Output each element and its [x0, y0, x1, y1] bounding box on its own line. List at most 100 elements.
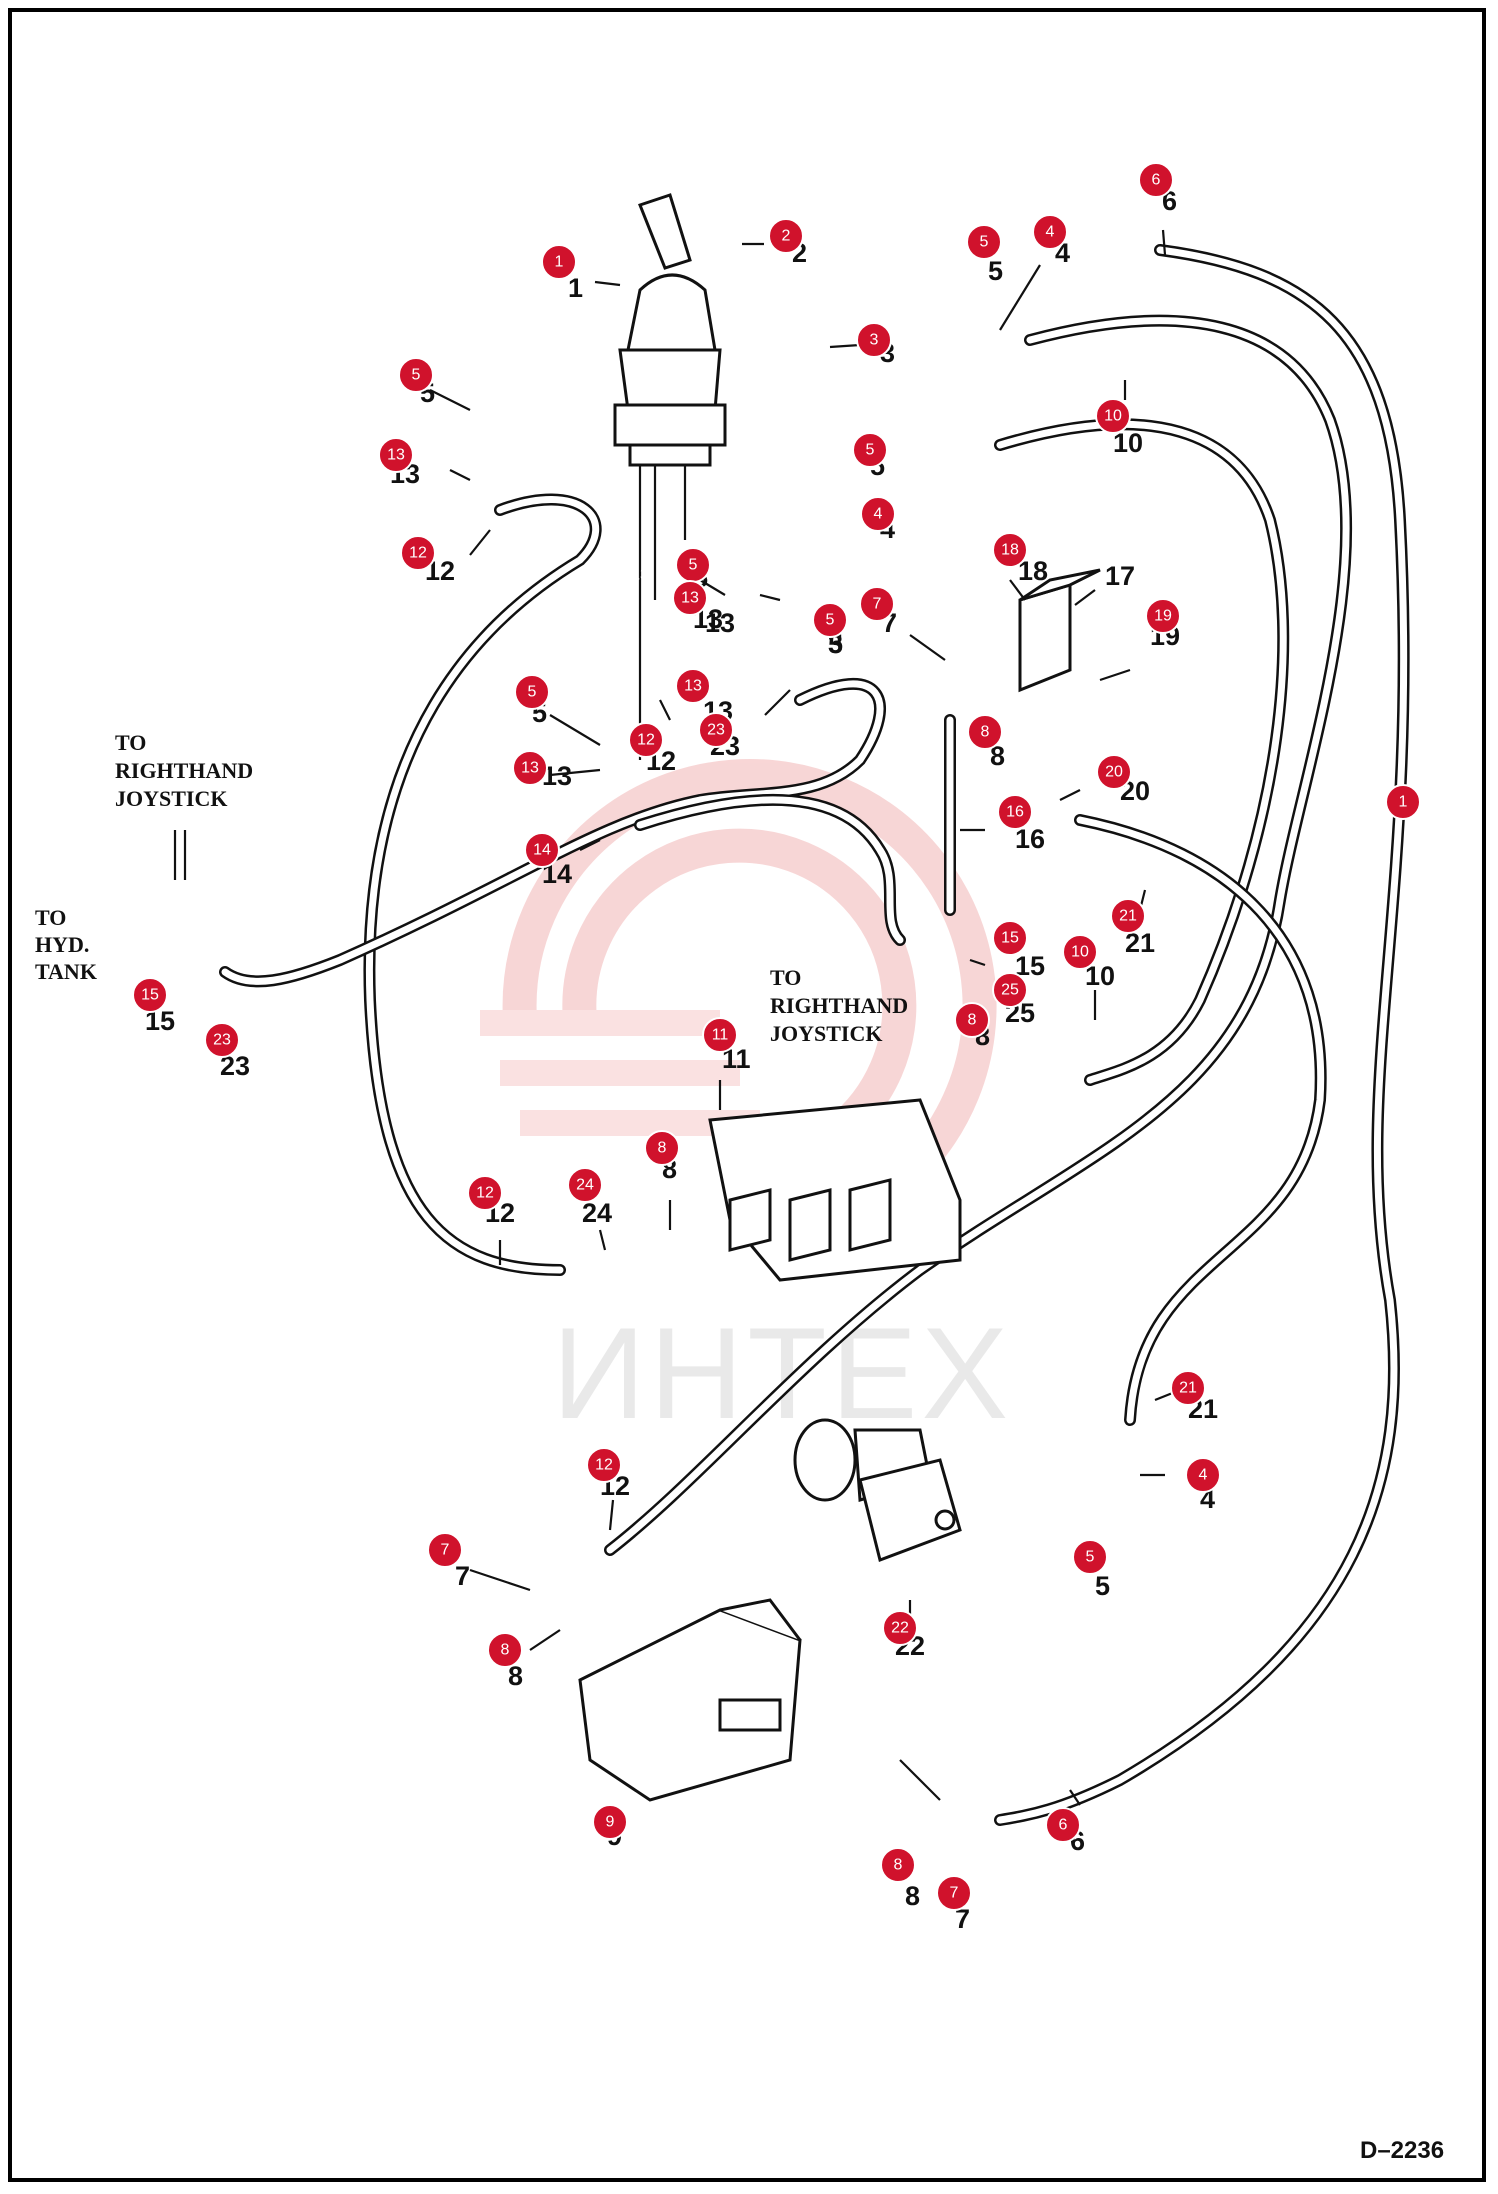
svg-text:23: 23 — [707, 722, 725, 739]
callout-bubble: 5 — [812, 602, 848, 638]
svg-text:1: 1 — [555, 254, 564, 271]
svg-text:1: 1 — [1399, 794, 1408, 811]
note-righthand-mid-line2: RIGHTHAND — [770, 993, 908, 1018]
svg-text:2: 2 — [782, 228, 791, 245]
svg-text:8: 8 — [894, 1857, 903, 1874]
callout-bubble: 8 — [954, 1002, 990, 1038]
callout-bubble: 13 — [631, 567, 649, 584]
svg-text:5: 5 — [980, 234, 989, 251]
callout-bubble: 21 — [1170, 1370, 1206, 1406]
watermark-text: ИНТЕХ — [552, 1300, 1012, 1446]
control-valve-11 — [708, 1098, 962, 1282]
callout-bubble: 8 — [880, 1847, 916, 1883]
svg-text:12: 12 — [476, 1185, 494, 1202]
callout-bubble: 6 — [1045, 1807, 1081, 1843]
svg-text:6: 6 — [1152, 172, 1161, 189]
joystick-assembly — [613, 193, 727, 760]
callout-bubble: 5 — [852, 432, 888, 468]
svg-text:5: 5 — [528, 684, 537, 701]
svg-text:8: 8 — [981, 724, 990, 741]
svg-text:13: 13 — [521, 760, 539, 777]
svg-text:3: 3 — [870, 332, 879, 349]
svg-text:13: 13 — [387, 447, 405, 464]
svg-text:11: 11 — [712, 1027, 729, 1044]
svg-text:12: 12 — [409, 545, 427, 562]
diagram-border — [8, 8, 1486, 2182]
svg-text:8: 8 — [501, 1642, 510, 1659]
callout-bubble: 5 — [398, 357, 434, 393]
callout-bubble: 12 — [628, 722, 664, 758]
svg-text:8: 8 — [968, 1012, 977, 1029]
svg-text:7: 7 — [950, 1885, 959, 1902]
part-label: 8 — [990, 741, 1005, 771]
callout-bubble: 23 — [698, 712, 734, 748]
svg-text:14: 14 — [533, 842, 551, 859]
callout-bubble: 13 — [675, 668, 711, 704]
callout-bubble: 5 — [675, 547, 711, 583]
leader-lines — [173, 229, 1181, 1806]
callout-bubble: 11 — [702, 1017, 738, 1053]
note-righthand-top-line2: RIGHTHAND — [115, 758, 253, 783]
svg-text:21: 21 — [1179, 1380, 1197, 1397]
svg-text:7: 7 — [441, 1542, 450, 1559]
part-label: 13 — [705, 608, 735, 638]
svg-text:9: 9 — [606, 1814, 615, 1831]
hoses — [219, 244, 1410, 1826]
svg-text:6: 6 — [1059, 1817, 1068, 1834]
callout-bubble: 15 — [132, 977, 168, 1013]
callout-bubble: 13 — [512, 750, 548, 786]
svg-text:13: 13 — [631, 567, 649, 584]
svg-text:7: 7 — [873, 596, 882, 613]
svg-text:20: 20 — [1105, 764, 1123, 781]
svg-text:18: 18 — [1001, 542, 1019, 559]
part-label: 24 — [582, 1198, 612, 1228]
callout-bubble: 10 — [1095, 398, 1131, 434]
svg-text:12: 12 — [595, 1457, 613, 1474]
svg-text:4: 4 — [874, 506, 883, 523]
svg-text:22: 22 — [891, 1620, 909, 1637]
svg-text:4: 4 — [1046, 224, 1055, 241]
callout-bubble: 20 — [1096, 754, 1132, 790]
callout-bubble: 19 — [1145, 598, 1181, 634]
callout-bubble: 9 — [592, 1804, 628, 1840]
callout-bubble: 22 — [882, 1610, 918, 1646]
svg-text:5: 5 — [412, 367, 421, 384]
callout-bubble: 12 — [400, 535, 436, 571]
svg-text:23: 23 — [213, 1032, 231, 1049]
callout-bubble: 23 — [204, 1022, 240, 1058]
callout-bubble: 15 — [992, 920, 1028, 956]
callout-bubble: 21 — [1110, 898, 1146, 934]
note-righthand-top-line3: JOYSTICK — [115, 786, 227, 811]
svg-text:15: 15 — [141, 987, 159, 1004]
svg-text:12: 12 — [637, 732, 655, 749]
callout-bubble: 4 — [1032, 214, 1068, 250]
part-label: 5 — [988, 256, 1003, 286]
callout-bubble: 4 — [860, 496, 896, 532]
control-valve-9 — [578, 1598, 802, 1802]
callout-bubble: 16 — [997, 794, 1033, 830]
callout-bubble: 7 — [859, 586, 895, 622]
svg-text:10: 10 — [1104, 408, 1122, 425]
callout-bubble: 24 — [567, 1167, 603, 1203]
part-label: 17 — [1105, 561, 1135, 591]
callout-bubble: 3 — [856, 322, 892, 358]
callout-bubble: 25 — [992, 972, 1028, 1008]
note-righthand-mid-line1: TO — [770, 965, 801, 990]
callout-bubble: 8 — [644, 1130, 680, 1166]
callout-bubble: 7 — [936, 1875, 972, 1911]
callout-bubble: 4 — [1185, 1457, 1221, 1493]
part-label: 7 — [955, 1904, 970, 1934]
callout-bubble: 5 — [1072, 1539, 1108, 1575]
svg-text:5: 5 — [826, 612, 835, 629]
svg-text:5: 5 — [689, 557, 698, 574]
svg-text:5: 5 — [866, 442, 875, 459]
callout-bubble: 1 — [1385, 784, 1421, 820]
drawing-reference: D–2236 — [1360, 2137, 1444, 2164]
svg-text:21: 21 — [1119, 908, 1137, 925]
watermark: ИНТЕХ — [480, 759, 1012, 1446]
notes: TO RIGHTHAND JOYSTICK TO HYD. TANK TO RI… — [35, 730, 908, 1046]
part-label: 7 — [455, 1561, 470, 1591]
svg-text:25: 25 — [1001, 982, 1019, 999]
note-hyd-tank-line3: TANK — [35, 959, 97, 984]
